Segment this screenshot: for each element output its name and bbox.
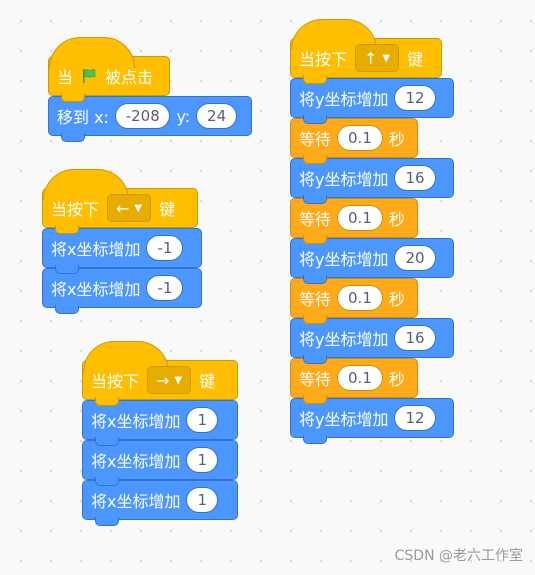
block-label: 将y坐标增加 xyxy=(299,330,389,349)
hat-prefix: 当按下 xyxy=(51,200,100,219)
seconds-input[interactable]: 0.1 xyxy=(337,125,383,151)
wait-unit: 秒 xyxy=(388,130,405,149)
block-label: 将y坐标增加 xyxy=(299,410,389,429)
hat-suffix: 键 xyxy=(407,50,424,69)
go-to-xy-block[interactable]: 移到 x: -208 y: 24 xyxy=(48,96,252,142)
left-arrow-script[interactable]: 当按下 ←▼ 键 将x坐标增加 -1 将x坐标增加 -1 xyxy=(42,169,202,314)
when-key-pressed-hat[interactable]: 当按下 ←▼ 键 xyxy=(42,169,198,234)
value-input[interactable]: 12 xyxy=(394,405,436,431)
wait-block[interactable]: 等待 0.1 秒 xyxy=(290,278,418,324)
change-y-block[interactable]: 将y坐标增加 20 xyxy=(290,238,454,284)
block-label: 将x坐标增加 xyxy=(91,492,181,511)
value-input[interactable]: 16 xyxy=(394,165,436,191)
up-arrow-script[interactable]: 当按下 ↑▼ 键 将y坐标增加 12 等待 0.1 秒 将y坐标增加 16 等待… xyxy=(290,19,454,444)
block-notch xyxy=(303,395,327,404)
hat-suffix: 键 xyxy=(199,372,216,391)
green-flag-script[interactable]: 当 被点击 移到 x: -208 y: 24 xyxy=(48,37,252,142)
key-value: ↑ xyxy=(364,48,378,68)
change-x-block[interactable]: 将x坐标增加 -1 xyxy=(42,268,202,314)
value-input[interactable]: 1 xyxy=(186,447,219,473)
change-x-block[interactable]: 将x坐标增加 1 xyxy=(82,480,238,526)
block-notch xyxy=(303,115,327,124)
dropdown-arrow-icon: ▼ xyxy=(382,52,391,64)
change-x-block[interactable]: 将x坐标增加 1 xyxy=(82,400,238,446)
y-input[interactable]: 24 xyxy=(196,103,237,129)
goto-y-label: y: xyxy=(176,106,191,126)
hat-prefix: 当按下 xyxy=(91,372,140,391)
hat-suffix: 被点击 xyxy=(105,68,154,87)
wait-unit: 秒 xyxy=(388,370,405,389)
change-x-block[interactable]: 将x坐标增加 -1 xyxy=(42,228,202,274)
key-dropdown[interactable]: ↑▼ xyxy=(355,44,400,72)
block-notch xyxy=(303,275,327,284)
wait-unit: 秒 xyxy=(388,290,405,309)
block-notch xyxy=(303,195,327,204)
value-input[interactable]: 12 xyxy=(394,85,436,111)
block-label: 将x坐标增加 xyxy=(91,412,181,431)
goto-label: 移到 x: xyxy=(57,108,109,127)
block-notch xyxy=(95,397,119,406)
value-input[interactable]: 1 xyxy=(186,407,219,433)
block-notch xyxy=(303,315,327,324)
x-input[interactable]: -208 xyxy=(114,103,171,129)
dropdown-arrow-icon: ▼ xyxy=(174,374,183,386)
seconds-input[interactable]: 0.1 xyxy=(337,285,383,311)
block-label: 将y坐标增加 xyxy=(299,90,389,109)
block-notch xyxy=(303,435,327,444)
key-value: ← xyxy=(116,198,130,218)
key-value: → xyxy=(156,370,170,390)
green-flag-icon xyxy=(83,69,96,83)
change-y-block[interactable]: 将y坐标增加 12 xyxy=(290,78,454,124)
block-notch xyxy=(55,265,79,274)
wait-block[interactable]: 等待 0.1 秒 xyxy=(290,118,418,164)
seconds-input[interactable]: 0.1 xyxy=(337,365,383,391)
key-dropdown[interactable]: →▼ xyxy=(147,366,192,394)
block-notch xyxy=(95,477,119,486)
block-notch xyxy=(303,75,327,84)
key-dropdown[interactable]: ←▼ xyxy=(107,194,152,222)
change-y-block[interactable]: 将y坐标增加 16 xyxy=(290,318,454,364)
block-notch xyxy=(61,133,85,142)
hat-cap xyxy=(49,37,135,68)
block-label: 将x坐标增加 xyxy=(51,280,141,299)
value-input[interactable]: 1 xyxy=(186,487,219,513)
value-input[interactable]: -1 xyxy=(146,235,184,261)
block-notch xyxy=(55,225,79,234)
block-notch xyxy=(303,355,327,364)
value-input[interactable]: -1 xyxy=(146,275,184,301)
wait-block[interactable]: 等待 0.1 秒 xyxy=(290,198,418,244)
hat-prefix: 当按下 xyxy=(299,50,348,69)
block-notch xyxy=(95,437,119,446)
when-key-pressed-hat[interactable]: 当按下 ↑▼ 键 xyxy=(290,19,442,84)
wait-label: 等待 xyxy=(299,130,332,149)
wait-label: 等待 xyxy=(299,370,332,389)
hat-suffix: 键 xyxy=(159,200,176,219)
change-y-block[interactable]: 将y坐标增加 16 xyxy=(290,158,454,204)
wait-block[interactable]: 等待 0.1 秒 xyxy=(290,358,418,404)
value-input[interactable]: 20 xyxy=(394,245,436,271)
block-label: 将y坐标增加 xyxy=(299,250,389,269)
hat-prefix: 当 xyxy=(57,68,74,87)
watermark: CSDN @老六工作室 xyxy=(394,548,523,564)
block-notch xyxy=(303,155,327,164)
value-input[interactable]: 16 xyxy=(394,325,436,351)
block-notch xyxy=(303,235,327,244)
block-notch xyxy=(61,93,85,102)
block-label: 将x坐标增加 xyxy=(91,452,181,471)
when-flag-clicked-hat[interactable]: 当 被点击 xyxy=(48,37,170,102)
right-arrow-script[interactable]: 当按下 →▼ 键 将x坐标增加 1 将x坐标增加 1 将x坐标增加 1 xyxy=(82,341,238,526)
block-notch xyxy=(95,517,119,526)
seconds-input[interactable]: 0.1 xyxy=(337,205,383,231)
when-key-pressed-hat[interactable]: 当按下 →▼ 键 xyxy=(82,341,238,406)
dropdown-arrow-icon: ▼ xyxy=(134,202,143,214)
block-label: 将x坐标增加 xyxy=(51,240,141,259)
block-notch xyxy=(55,305,79,314)
wait-unit: 秒 xyxy=(388,210,405,229)
block-label: 将y坐标增加 xyxy=(299,170,389,189)
change-y-block[interactable]: 将y坐标增加 12 xyxy=(290,398,454,444)
wait-label: 等待 xyxy=(299,290,332,309)
wait-label: 等待 xyxy=(299,210,332,229)
change-x-block[interactable]: 将x坐标增加 1 xyxy=(82,440,238,486)
